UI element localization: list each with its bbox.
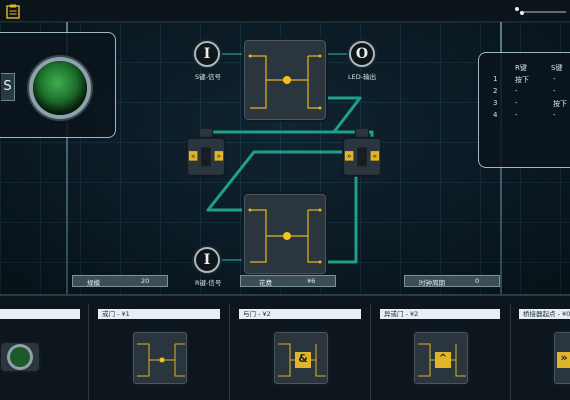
bridge-start-component[interactable]: »	[552, 330, 570, 386]
r-signal-input[interactable]: I	[194, 247, 220, 273]
chevron-left-icon: «	[191, 152, 196, 161]
bridge-right[interactable]: » «	[342, 128, 382, 178]
and-symbol: &	[298, 352, 308, 365]
scale-label: 规模	[87, 279, 100, 287]
chevron-left-icon: «	[373, 152, 378, 161]
led-output-label: LED-输出	[348, 73, 377, 81]
clipboard-icon[interactable]	[6, 4, 20, 19]
gate-circuit-icon	[248, 208, 322, 264]
truth-table-row-num: 2	[493, 87, 498, 95]
truth-table-cell: 按下	[515, 76, 529, 84]
tray-divider	[370, 304, 371, 400]
s-signal-label: S键-信号	[195, 73, 221, 81]
led-component[interactable]	[0, 336, 44, 378]
and-gate-component[interactable]: &	[272, 330, 330, 386]
xor-gate-icon	[418, 343, 466, 377]
truth-table-row-num: 3	[493, 99, 498, 107]
wire-cross	[206, 150, 358, 264]
led-output[interactable]: O	[349, 41, 375, 67]
tray-title-xor: 异或门 - ¥2	[380, 309, 500, 319]
tray-title-bridge: 桥接器起点 - ¥0	[519, 309, 570, 319]
clock-bar: 时钟周期 0	[404, 275, 500, 287]
truth-table-header-s: S键	[551, 64, 563, 72]
and-gate-icon	[278, 343, 326, 377]
input-panel: S	[0, 32, 116, 138]
component-tray: 或门 - ¥1 与门 - ¥2 异或门 - ¥2 桥接器起点 - ¥0	[0, 294, 570, 400]
tray-divider	[88, 304, 89, 400]
bridge-icon	[557, 352, 570, 368]
truth-table-row-num: 1	[493, 75, 498, 83]
cost-label: 花费	[259, 279, 272, 287]
tray-divider	[229, 304, 230, 400]
logic-gate-top[interactable]	[242, 38, 328, 122]
logic-gate-bottom[interactable]	[242, 192, 328, 276]
clock-value: 0	[475, 277, 480, 285]
or-gate-icon	[137, 343, 185, 377]
bridge-left[interactable]: « »	[186, 128, 226, 178]
led-indicator	[33, 61, 87, 115]
truth-table-row-num: 4	[493, 111, 498, 119]
truth-table-cell: -	[553, 75, 556, 83]
s-key-button[interactable]: S	[1, 73, 15, 101]
s-signal-input[interactable]: I	[194, 41, 220, 67]
gate-circuit-icon	[248, 54, 322, 110]
scale-value: 20	[141, 277, 150, 285]
truth-table-cell: -	[553, 111, 556, 119]
bridge-chevron-icon: »	[560, 351, 568, 364]
truth-table-cell: -	[515, 99, 518, 107]
truth-table-cell: 按下	[553, 100, 567, 108]
or-gate-component[interactable]	[131, 330, 189, 386]
tray-title-and: 与门 - ¥2	[239, 309, 361, 319]
xor-gate-component[interactable]: ^	[412, 330, 470, 386]
truth-table-cell: -	[515, 87, 518, 95]
tray-divider	[510, 304, 511, 400]
scale-bar: 规模 20	[72, 275, 168, 287]
slider-icon[interactable]	[512, 6, 566, 16]
r-signal-label: R键-信号	[195, 279, 222, 287]
top-bar	[0, 0, 570, 22]
cost-bar: 花费 ¥6	[240, 275, 336, 287]
chevron-right-icon: »	[347, 152, 352, 161]
truth-table-cell: -	[515, 111, 518, 119]
truth-table-header-r: R键	[515, 64, 527, 72]
xor-symbol: ^	[438, 353, 448, 364]
cost-value: ¥6	[307, 277, 316, 285]
tray-title-or: 或门 - ¥1	[98, 309, 220, 319]
clock-label: 时钟周期	[419, 279, 445, 287]
tray-title-0	[0, 309, 80, 319]
truth-table-panel: R键 S键 1 按下 - 2 - - 3 - 按下 4 - -	[478, 52, 570, 168]
truth-table-cell: -	[553, 87, 556, 95]
frame-line-left	[66, 22, 68, 294]
chevron-right-icon: »	[217, 152, 222, 161]
